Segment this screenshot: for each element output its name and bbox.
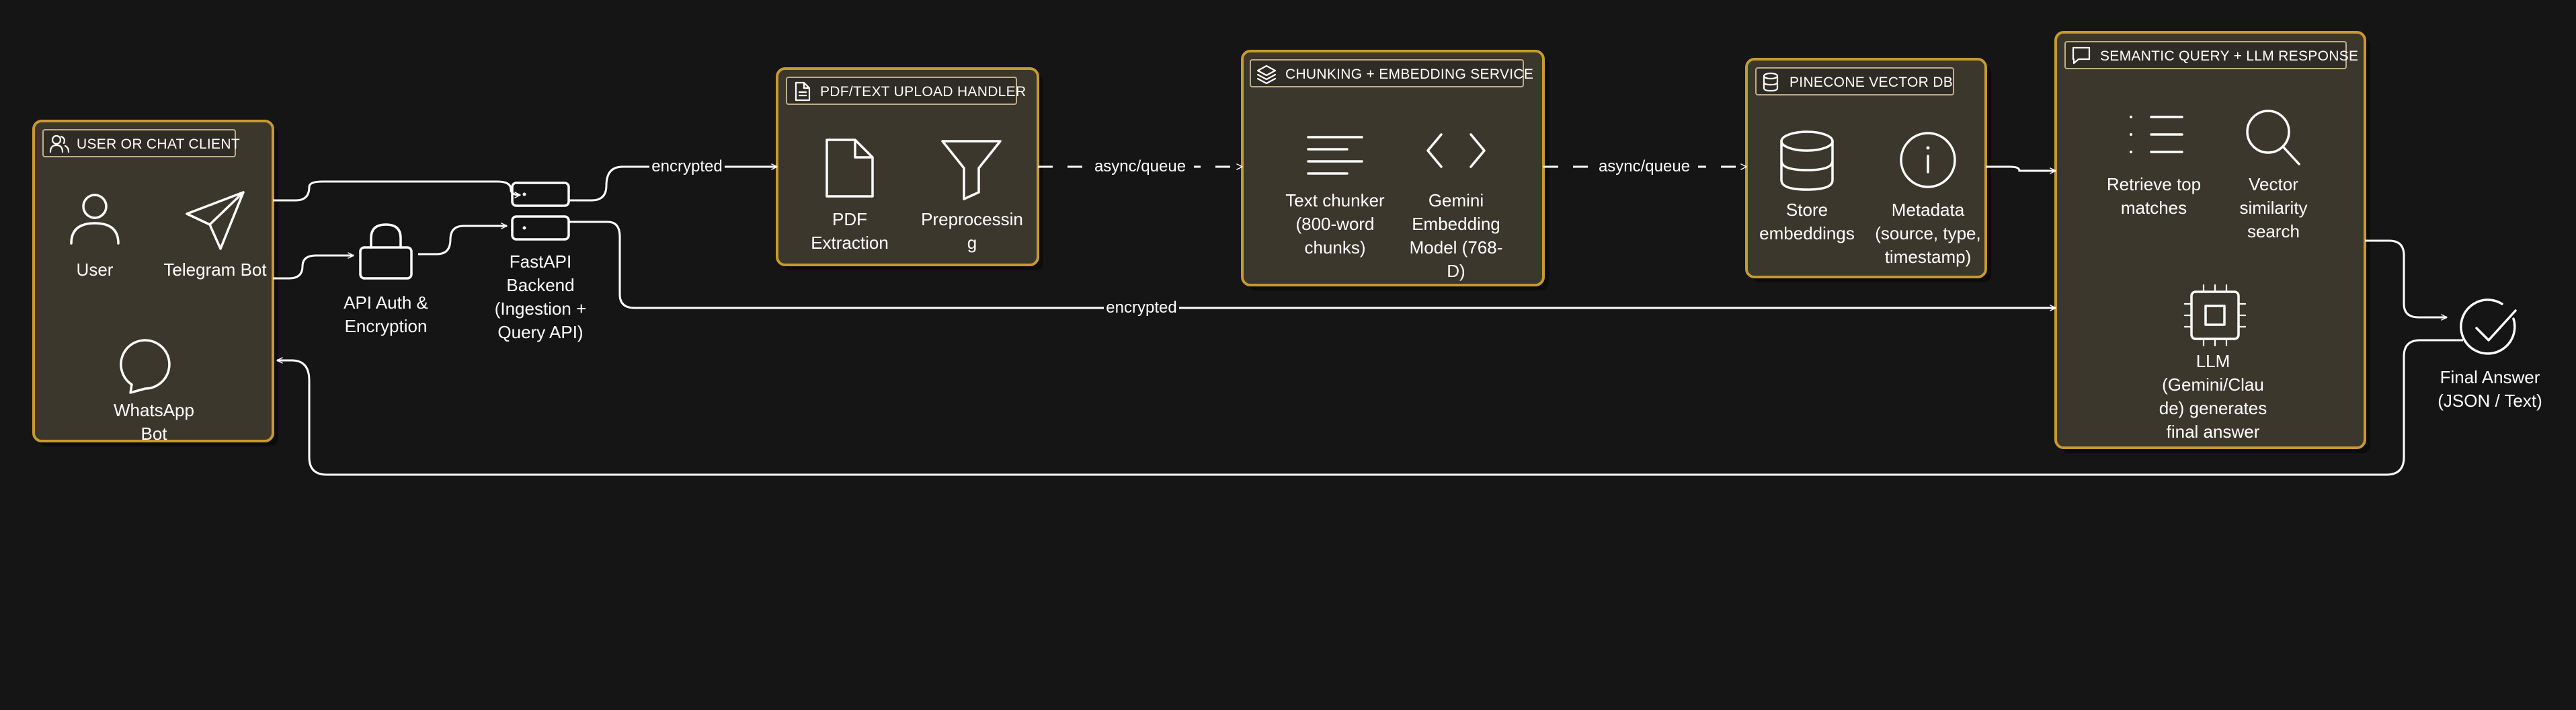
node-final-answer[interactable]: Final Answer (JSON / Text): [2438, 299, 2542, 411]
message-square-icon: [2072, 46, 2091, 65]
edge-auth-fastapi: [418, 223, 508, 255]
node-label: Store: [1786, 200, 1828, 220]
node-llm[interactable]: LLM (Gemini/Clau de) generates final ans…: [2159, 284, 2267, 442]
align-left-icon: [1307, 136, 1363, 175]
group-title-pinecone: PINECONE VECTOR DB: [1789, 75, 1953, 90]
group-user-chat-client: USER OR CHAT CLIENT: [32, 120, 278, 446]
node-label: Telegram Bot: [163, 260, 267, 280]
node-vector-search[interactable]: Vector similarity search: [2239, 110, 2308, 241]
file-icon: [826, 139, 874, 198]
node-label: Embedding: [1412, 214, 1500, 234]
node-user[interactable]: User: [70, 194, 120, 280]
node-label: search: [2247, 221, 2300, 241]
node-label: (800-word: [1295, 214, 1374, 234]
node-whatsapp-bot[interactable]: WhatsApp Bot: [114, 339, 194, 444]
code-icon: [1426, 133, 1486, 168]
edge-fastapi-semantic: [569, 221, 2056, 311]
node-text-chunker[interactable]: Text chunker (800-word chunks): [1285, 136, 1385, 258]
node-label: Retrieve top: [2107, 174, 2201, 194]
node-fastapi-backend[interactable]: FastAPI Backend (Ingestion + Query API): [495, 182, 587, 342]
filter-icon: [941, 140, 1002, 200]
group-chunking-embedding: CHUNKING + EMBEDDING SERVICE: [1241, 50, 1549, 290]
send-icon: [186, 191, 245, 250]
node-label: timestamp): [1885, 247, 1972, 267]
layers-icon: [1256, 65, 1277, 85]
node-label: g: [967, 233, 977, 253]
edge-telegram-fastapi: [273, 180, 521, 202]
node-gemini-embedding[interactable]: Gemini Embedding Model (768- D): [1410, 133, 1503, 281]
node-store-embeddings[interactable]: Store embeddings: [1759, 130, 1855, 243]
node-label: final answer: [2167, 422, 2260, 442]
node-label: (Ingestion +: [495, 299, 587, 319]
edge-telegram-auth: [273, 252, 354, 280]
cpu-icon: [2183, 284, 2247, 347]
node-label: Gemini: [1428, 190, 1484, 210]
node-label: Final Answer: [2440, 367, 2540, 387]
node-label: Vector: [2249, 174, 2298, 194]
node-metadata[interactable]: Metadata (source, type, timestamp): [1875, 132, 1981, 267]
lock-icon: [359, 223, 413, 280]
node-label: Backend: [506, 275, 574, 295]
node-preprocessing[interactable]: Preprocessin g: [921, 140, 1023, 253]
node-label: Query API): [497, 322, 583, 342]
node-label: PDF: [832, 209, 867, 229]
node-label: Metadata: [1892, 200, 1965, 220]
node-label: (Gemini/Clau: [2162, 374, 2264, 395]
edge-label-async-1: async/queue: [1094, 157, 1186, 175]
node-label: User: [77, 260, 114, 280]
node-label: FastAPI: [510, 251, 571, 272]
node-label: API Auth &: [344, 292, 428, 313]
server-icon: [511, 182, 570, 241]
group-title-client: USER OR CHAT CLIENT: [77, 136, 240, 152]
node-label: embeddings: [1759, 223, 1855, 243]
node-label: LLM: [2196, 351, 2230, 371]
database-icon: [1763, 72, 1779, 92]
users-icon: [49, 134, 70, 153]
node-label: de) generates: [2159, 398, 2267, 418]
node-telegram-bot[interactable]: Telegram Bot: [163, 191, 267, 280]
edge-label-encrypted-1: encrypted: [651, 157, 722, 175]
node-label: similarity: [2239, 198, 2307, 218]
node-label: Extraction: [811, 233, 889, 253]
edges: encrypted async/queue async/queue encryp…: [273, 156, 2463, 476]
node-label: chunks): [1304, 237, 1365, 258]
node-label: matches: [2121, 198, 2187, 218]
search-icon: [2246, 110, 2300, 165]
group-pinecone: PINECONE VECTOR DB: [1745, 58, 1991, 282]
node-label: Text chunker: [1285, 190, 1385, 210]
node-label: Encryption: [345, 316, 428, 336]
node-label: WhatsApp: [114, 400, 194, 420]
file-text-icon: [795, 81, 811, 102]
info-icon: [1900, 132, 1956, 188]
node-label: (JSON / Text): [2438, 391, 2542, 411]
node-retrieve-matches[interactable]: Retrieve top matches: [2107, 116, 2201, 218]
edge-semantic-final: [2365, 239, 2448, 321]
message-circle-icon: [120, 339, 171, 394]
edge-fastapi-upload: [569, 163, 778, 202]
node-label: Preprocessin: [921, 209, 1023, 229]
user-icon: [70, 194, 120, 245]
edge-pinecone-semantic: [1986, 165, 2056, 174]
group-title-semantic: SEMANTIC QUERY + LLM RESPONSE: [2100, 48, 2358, 64]
edge-label-encrypted-2: encrypted: [1106, 299, 1176, 317]
edge-label-async-2: async/queue: [1599, 157, 1690, 175]
group-title-upload: PDF/TEXT UPLOAD HANDLER: [820, 84, 1026, 100]
node-label: (source, type,: [1875, 223, 1981, 243]
node-pdf-extraction[interactable]: PDF Extraction: [811, 139, 889, 253]
node-label: Model (768-: [1410, 237, 1503, 258]
node-label: D): [1447, 261, 1465, 281]
edge-final-client: [276, 339, 2463, 476]
node-api-auth[interactable]: API Auth & Encryption: [344, 223, 428, 336]
check-circle-icon: [2460, 299, 2517, 355]
database-icon: [1780, 130, 1834, 191]
node-label: Bot: [140, 424, 167, 444]
list-icon: [2130, 116, 2183, 153]
group-title-chunking: CHUNKING + EMBEDDING SERVICE: [1285, 67, 1533, 82]
